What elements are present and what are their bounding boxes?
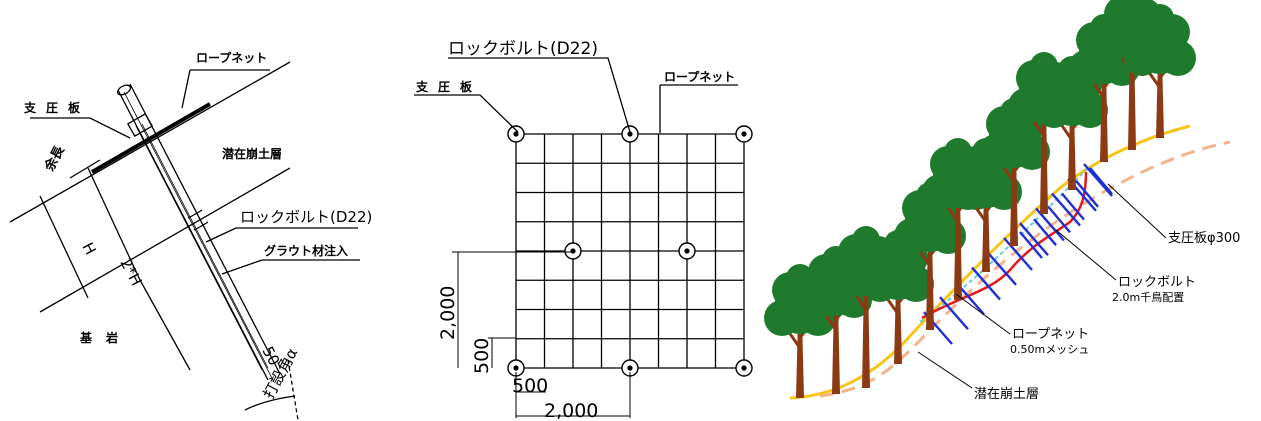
rock-bolt-line — [1019, 222, 1049, 256]
leader-bearing-plate — [30, 117, 131, 139]
dim-h-2000-label: 2,000 — [544, 400, 598, 421]
tree — [1036, 56, 1108, 190]
tree-trunk — [982, 192, 990, 272]
tree-crown-lobe — [978, 134, 1014, 170]
right-rope-net-label: ロープネット — [1012, 327, 1089, 342]
rock-bolt-line — [1075, 180, 1099, 208]
right-leader-bearing — [1107, 183, 1167, 239]
right-latent-layer-label: 潜在崩土層 — [974, 387, 1039, 402]
latent-layer-curve — [819, 140, 1231, 398]
rock-bolt-body — [116, 83, 281, 383]
h-dim-line-top — [39, 195, 89, 299]
bolt-break-mark — [187, 209, 209, 231]
rock-bolt-line — [1083, 163, 1113, 197]
mid-bearing-plate-label: 支圧板 — [415, 79, 482, 94]
excess-length-label: 余長 — [41, 143, 68, 175]
mid-leader-rock-bolt — [448, 57, 631, 133]
bolt-marker — [621, 359, 639, 377]
tree-crown-lobe — [1008, 88, 1044, 124]
bolt-marker — [678, 242, 696, 260]
tree-trunk — [796, 318, 804, 398]
dim-h-500-label: 500 — [512, 375, 548, 397]
latent-layer-label: 潜在崩土層 — [222, 146, 282, 161]
mid-rope-net-label: ロープネット — [664, 69, 735, 84]
tree-crown-lobe — [764, 300, 800, 336]
tree-crown-lobe — [894, 218, 930, 254]
right-bearing-plate-label: 支圧板φ300 — [1168, 231, 1240, 246]
layer-boundary-line — [39, 167, 291, 313]
left-rock-bolt-label: ロックボルト(D22) — [240, 208, 372, 226]
bolt-marker — [507, 125, 525, 143]
bolt-marker — [621, 125, 639, 143]
rock-bolt-line — [1089, 167, 1113, 195]
panel-left-section — [9, 61, 360, 421]
dim-v-2000-label: 2,000 — [437, 286, 459, 340]
right-rope-net-sub-label: 0.50mメッシュ — [1010, 343, 1089, 356]
tree-crown-lobe — [1096, 24, 1132, 60]
slip-line-curve — [921, 171, 1088, 320]
tree-crown-lobe — [1124, 40, 1160, 76]
rock-bolt-line — [1003, 237, 1033, 271]
bolt-marker — [735, 125, 753, 143]
tree-trunk — [832, 300, 840, 394]
bolt-marker — [735, 359, 753, 377]
tree-trunk — [1100, 68, 1108, 162]
bolt-markers — [507, 125, 753, 377]
tree-crown-lobe — [862, 266, 898, 302]
rock-bolt-line — [1051, 192, 1081, 227]
net-surface-curve — [919, 165, 1091, 323]
grout-label: グラウト材注入 — [264, 243, 348, 258]
right-rock-bolt-sub-label: 2.0m千鳥配置 — [1112, 290, 1184, 304]
panel-right-perspective — [764, 0, 1231, 400]
tree-crown-lobe — [1146, 4, 1174, 32]
left-bearing-plate-label: 支圧板 — [23, 100, 90, 115]
bolt-marker — [564, 242, 582, 260]
rock-bolt-line — [971, 266, 1001, 301]
tree — [1124, 4, 1196, 138]
tree — [894, 182, 966, 330]
rock-bolt-line — [1033, 218, 1057, 246]
tree-crown-lobe — [830, 262, 866, 298]
right-leader-rockbolt — [1055, 229, 1117, 281]
left-rope-net-label: ロープネット — [196, 50, 267, 65]
mid-rock-bolt-label: ロックボルト(D22) — [448, 39, 598, 59]
excess-dim-line — [69, 159, 101, 179]
rock-bolt-line — [1061, 192, 1085, 221]
tree-trunk — [1156, 58, 1164, 138]
right-rock-bolt-label: ロックボルト — [1118, 275, 1196, 290]
rock-bolt-line — [1047, 205, 1071, 234]
bearing-plate-line — [91, 102, 211, 174]
tree-crown-lobe — [1118, 0, 1146, 16]
tree-crown-lobe — [1036, 92, 1072, 128]
bedrock-label: 基岩 — [79, 330, 132, 345]
tree-crown-lobe — [800, 282, 836, 318]
tree-crown-lobe — [786, 264, 814, 292]
tree — [862, 230, 934, 364]
tree-crown-lobe — [922, 174, 958, 210]
tree-crown-lobe — [950, 174, 986, 210]
rock-bolt-line — [1019, 231, 1043, 259]
panel-mid-plan — [414, 57, 753, 418]
right-leader-net — [955, 293, 1011, 335]
trees-layer — [764, 0, 1196, 398]
h-dim-line-mid — [87, 167, 141, 281]
right-leader-latent — [917, 351, 973, 389]
two-h-label: 2*H — [116, 255, 145, 288]
tree-trunk — [1010, 152, 1018, 246]
drill-angle-arc — [244, 395, 296, 411]
h-label: H — [78, 239, 99, 257]
rock-bolt-line — [939, 296, 969, 330]
mid-leader-bearing-plate — [414, 94, 519, 133]
two-h-end-line — [139, 279, 191, 371]
bearing-nut — [126, 113, 154, 137]
tree-trunk — [926, 236, 934, 330]
tree-trunk — [1068, 110, 1076, 190]
rock-bolt-line — [987, 252, 1017, 286]
rope-net-grid — [515, 133, 745, 369]
tree-trunk — [894, 284, 902, 364]
bolt-marker — [507, 359, 525, 377]
tree-crown-lobe — [1068, 50, 1104, 86]
dim-v-500-label: 500 — [471, 338, 493, 374]
